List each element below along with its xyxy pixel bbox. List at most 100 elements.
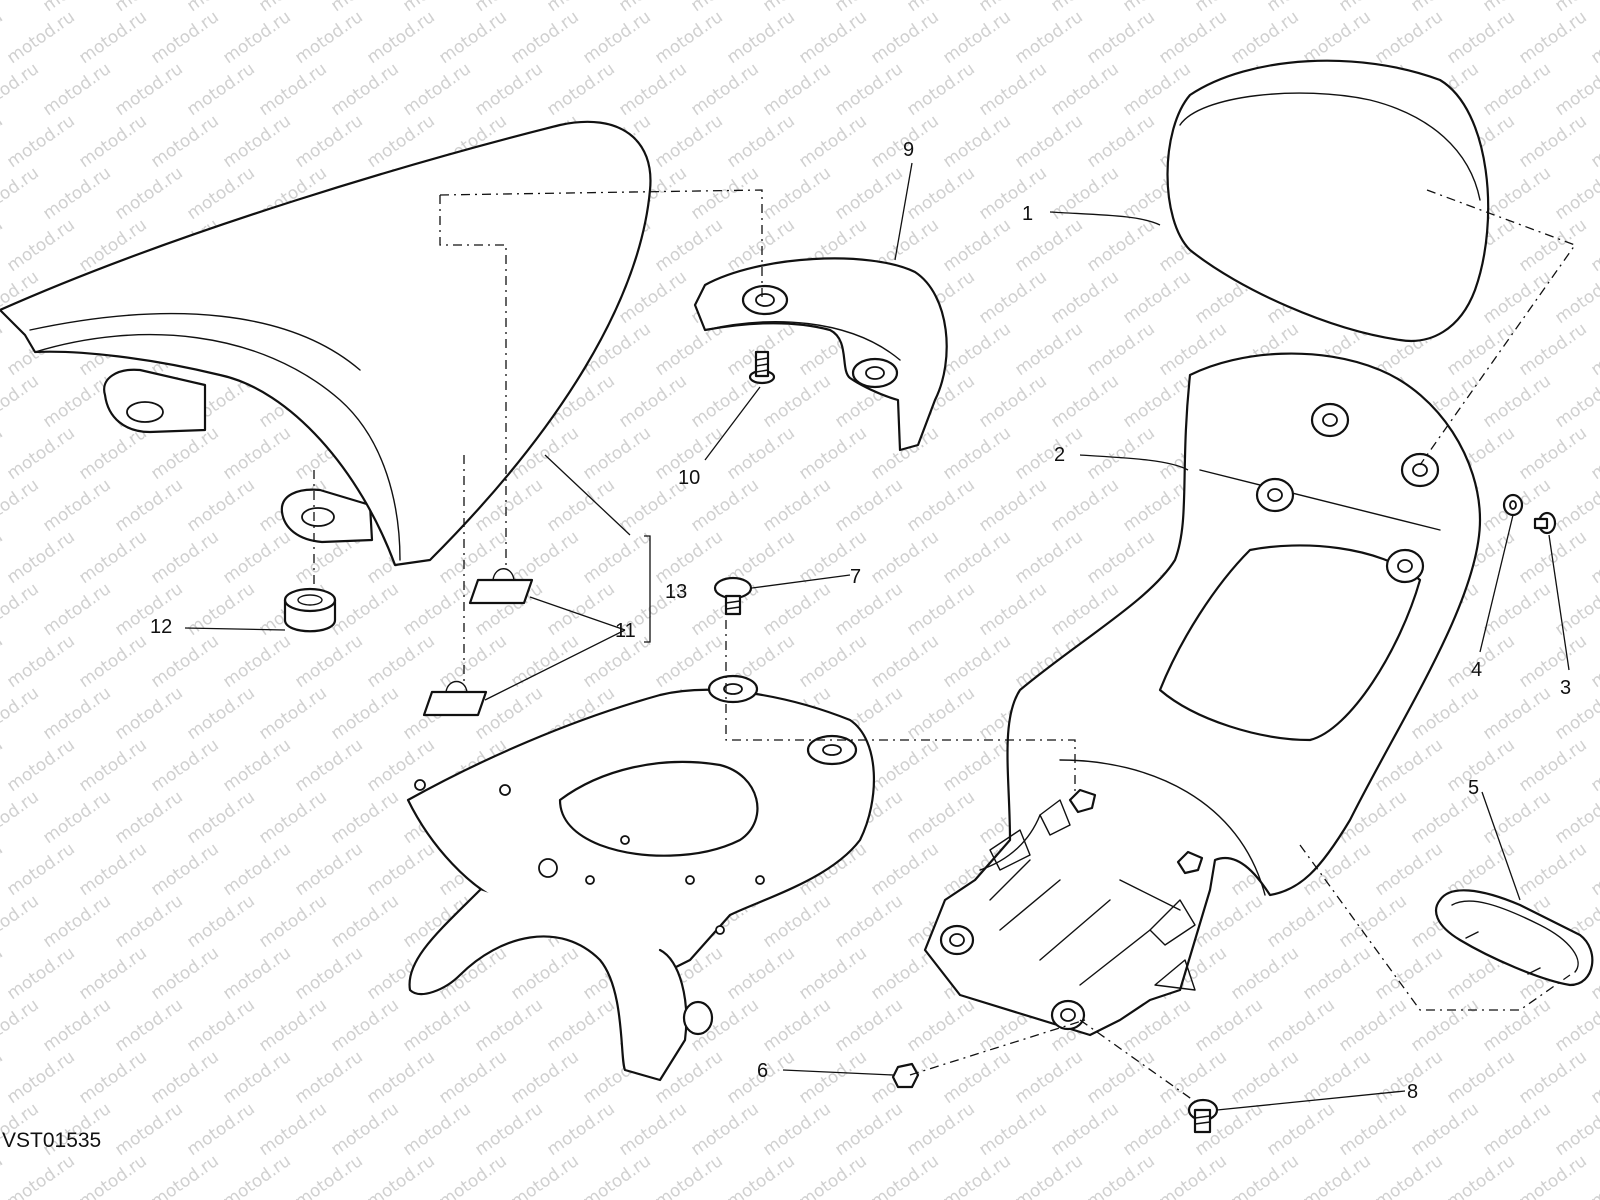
- watermark: motod.ru: [687, 0, 762, 16]
- watermark: motod.ru: [759, 891, 834, 952]
- watermark: motod.ru: [0, 787, 43, 848]
- watermark: motod.ru: [831, 59, 906, 120]
- callout-3: 3: [1560, 677, 1571, 699]
- watermark: motod.ru: [1371, 7, 1446, 68]
- watermark: motod.ru: [1551, 579, 1600, 640]
- watermark: motod.ru: [75, 1151, 150, 1200]
- watermark: motod.ru: [3, 943, 78, 1004]
- watermark: motod.ru: [939, 423, 1014, 484]
- watermark: motod.ru: [0, 839, 7, 900]
- watermark: motod.ru: [1083, 1047, 1158, 1108]
- watermark: motod.ru: [0, 0, 43, 16]
- watermark: motod.ru: [1227, 1047, 1302, 1108]
- watermark: motod.ru: [255, 0, 330, 16]
- watermark: motod.ru: [723, 111, 798, 172]
- watermark: motod.ru: [723, 1151, 798, 1200]
- watermark: motod.ru: [219, 631, 294, 692]
- screw-10: [748, 350, 776, 385]
- watermark: motod.ru: [1587, 319, 1600, 380]
- seat-subframe: [406, 674, 875, 1082]
- watermark: motod.ru: [291, 943, 366, 1004]
- watermark: motod.ru: [939, 527, 1014, 588]
- watermark: motod.ru: [1011, 7, 1086, 68]
- watermark: motod.ru: [3, 1151, 78, 1200]
- watermark: motod.ru: [867, 7, 942, 68]
- watermark: motod.ru: [0, 527, 7, 588]
- watermark: motod.ru: [1299, 1151, 1374, 1200]
- watermark: motod.ru: [219, 943, 294, 1004]
- watermark: motod.ru: [75, 111, 150, 172]
- watermark: motod.ru: [255, 1099, 330, 1160]
- watermark: motod.ru: [543, 1099, 618, 1160]
- watermark: motod.ru: [255, 891, 330, 952]
- watermark: motod.ru: [507, 1151, 582, 1200]
- watermark: motod.ru: [1407, 0, 1482, 16]
- watermark: motod.ru: [183, 995, 258, 1056]
- watermark: motod.ru: [291, 1047, 366, 1108]
- watermark: motod.ru: [219, 839, 294, 900]
- watermark: motod.ru: [1191, 995, 1266, 1056]
- watermark: motod.ru: [1299, 7, 1374, 68]
- watermark: motod.ru: [1083, 111, 1158, 172]
- watermark: motod.ru: [1083, 215, 1158, 276]
- watermark: motod.ru: [147, 839, 222, 900]
- watermark: motod.ru: [903, 59, 978, 120]
- watermark: motod.ru: [3, 631, 78, 692]
- watermark: motod.ru: [1479, 267, 1554, 328]
- watermark: motod.ru: [759, 59, 834, 120]
- watermark: motod.ru: [543, 995, 618, 1056]
- watermark: motod.ru: [975, 59, 1050, 120]
- watermark: motod.ru: [867, 735, 942, 796]
- watermark: motod.ru: [3, 1047, 78, 1108]
- watermark: motod.ru: [543, 579, 618, 640]
- watermark: motod.ru: [939, 215, 1014, 276]
- watermark: motod.ru: [795, 423, 870, 484]
- watermark: motod.ru: [327, 683, 402, 744]
- bolt-8: [1187, 1098, 1219, 1134]
- watermark: motod.ru: [0, 1151, 7, 1200]
- watermark: motod.ru: [39, 995, 114, 1056]
- watermark: motod.ru: [1515, 1047, 1590, 1108]
- watermark: motod.ru: [3, 423, 78, 484]
- watermark: motod.ru: [1587, 527, 1600, 588]
- watermark: motod.ru: [1083, 319, 1158, 380]
- watermark: motod.ru: [183, 787, 258, 848]
- watermark: motod.ru: [759, 163, 834, 224]
- watermark: motod.ru: [0, 1047, 7, 1108]
- watermark: motod.ru: [1227, 943, 1302, 1004]
- watermark: motod.ru: [975, 1099, 1050, 1160]
- watermark: motod.ru: [615, 59, 690, 120]
- watermark: motod.ru: [1263, 0, 1338, 16]
- watermark: motod.ru: [1515, 111, 1590, 172]
- watermark: motod.ru: [795, 1047, 870, 1108]
- watermark: motod.ru: [39, 579, 114, 640]
- watermark: motod.ru: [903, 683, 978, 744]
- watermark: motod.ru: [219, 1047, 294, 1108]
- callout-5: 5: [1468, 777, 1479, 799]
- watermark: motod.ru: [867, 527, 942, 588]
- watermark: motod.ru: [327, 1099, 402, 1160]
- watermark: motod.ru: [903, 995, 978, 1056]
- watermark: motod.ru: [327, 0, 402, 16]
- washer-4: [1502, 493, 1524, 517]
- watermark: motod.ru: [1479, 683, 1554, 744]
- watermark: motod.ru: [1047, 371, 1122, 432]
- watermark: motod.ru: [1551, 163, 1600, 224]
- leader-lines: [184, 162, 1570, 1111]
- watermark: motod.ru: [1155, 1047, 1230, 1108]
- watermark: motod.ru: [75, 735, 150, 796]
- watermark: motod.ru: [471, 0, 546, 16]
- watermark: motod.ru: [903, 1099, 978, 1160]
- watermark: motod.ru: [903, 0, 978, 16]
- watermark: motod.ru: [363, 7, 438, 68]
- watermark: motod.ru: [1515, 839, 1590, 900]
- watermark: motod.ru: [1011, 1151, 1086, 1200]
- watermark: motod.ru: [1011, 319, 1086, 380]
- watermark: motod.ru: [147, 111, 222, 172]
- watermark: motod.ru: [3, 839, 78, 900]
- watermark: motod.ru: [147, 7, 222, 68]
- watermark: motod.ru: [1587, 7, 1600, 68]
- watermark: motod.ru: [0, 735, 7, 796]
- watermark: motod.ru: [0, 631, 7, 692]
- watermark: motod.ru: [471, 1099, 546, 1160]
